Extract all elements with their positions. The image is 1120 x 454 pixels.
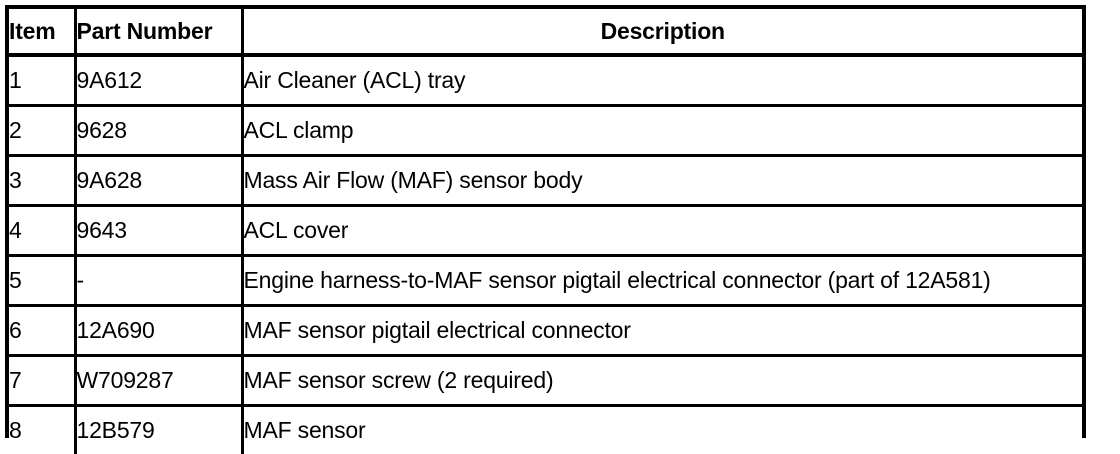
cell-part-number: 9A612: [75, 55, 242, 106]
cell-part-number: 9A628: [75, 156, 242, 206]
cell-description: ACL clamp: [242, 106, 1082, 156]
cell-description: ACL cover: [242, 206, 1082, 256]
table-header-row: Item Part Number Description: [9, 9, 1082, 55]
cell-part-number: -: [75, 256, 242, 306]
cell-part-number: 9628: [75, 106, 242, 156]
column-header-description: Description: [242, 9, 1082, 55]
cell-description: MAF sensor screw (2 required): [242, 356, 1082, 406]
column-header-item: Item: [9, 9, 75, 55]
cell-item: 4: [9, 206, 75, 256]
cell-part-number: 12A690: [75, 306, 242, 356]
cell-item: 5: [9, 256, 75, 306]
table-header: Item Part Number Description: [9, 9, 1082, 55]
cell-description: Air Cleaner (ACL) tray: [242, 55, 1082, 106]
cell-part-number: 12B579: [75, 406, 242, 454]
cell-item: 8: [9, 406, 75, 454]
cell-item: 7: [9, 356, 75, 406]
cell-part-number: W709287: [75, 356, 242, 406]
cell-item: 1: [9, 55, 75, 106]
cell-description: Mass Air Flow (MAF) sensor body: [242, 156, 1082, 206]
column-header-part-number: Part Number: [75, 9, 242, 55]
cell-description: MAF sensor: [242, 406, 1082, 454]
table-row: 5-Engine harness-to-MAF sensor pigtail e…: [9, 256, 1082, 306]
cell-part-number: 9643: [75, 206, 242, 256]
cell-item: 6: [9, 306, 75, 356]
cell-item: 3: [9, 156, 75, 206]
cell-description: Engine harness-to-MAF sensor pigtail ele…: [242, 256, 1082, 306]
cell-item: 2: [9, 106, 75, 156]
cell-description: MAF sensor pigtail electrical connector: [242, 306, 1082, 356]
